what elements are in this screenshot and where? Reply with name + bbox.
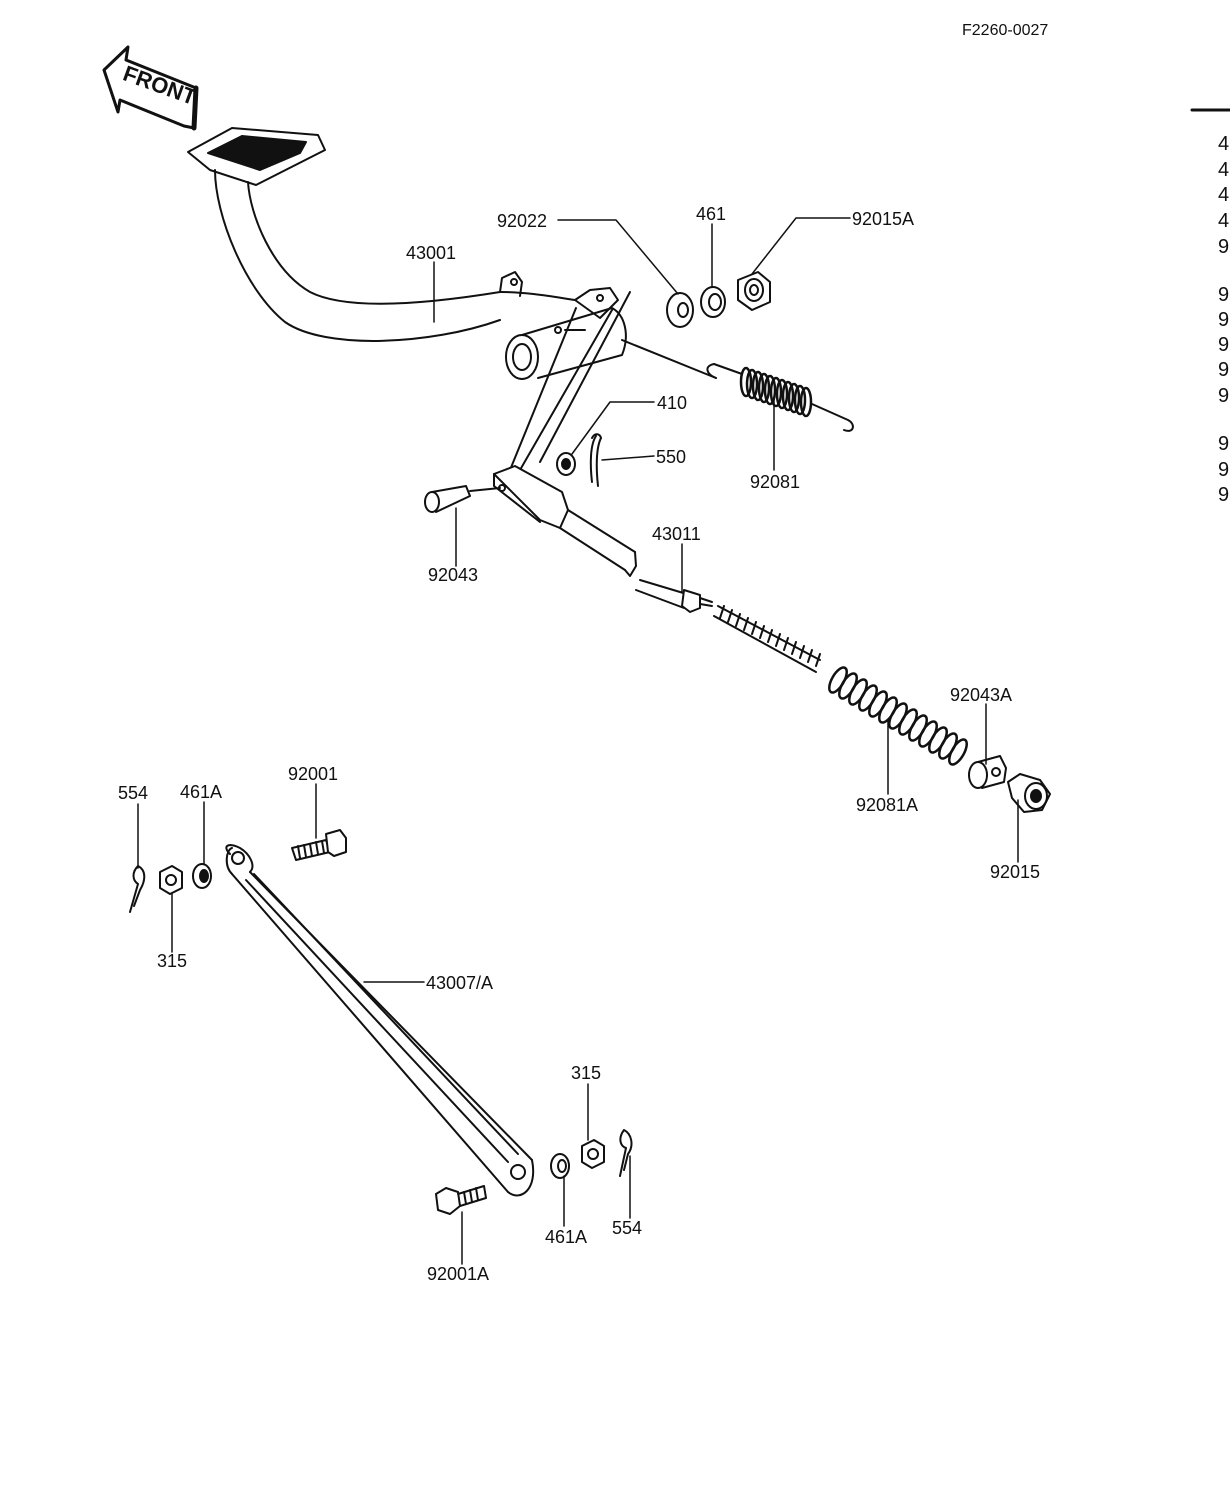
callout-43007A: 43007/A [426,973,494,993]
edge-char: 9 [1218,484,1230,506]
bolt-92001 [291,829,347,861]
washer-410 [556,452,576,476]
clevis-assembly [493,291,637,577]
callout-410: 410 [657,393,688,413]
callout-550: 550 [656,447,687,467]
spring-92081A [828,666,968,766]
callout-92001: 92001 [288,764,339,784]
edge-char: 4 [1218,133,1230,155]
figure-code: F2260-0027 [962,22,1049,39]
callout-43011: 43011 [652,524,701,544]
callout-92043A: 92043A [950,685,1013,705]
nut-315-right [581,1139,605,1169]
edge-char: 9 [1218,359,1230,381]
callout-554-right: 554 [612,1218,643,1238]
callout-92015A: 92015A [852,209,915,229]
bolt-92001A [435,1185,487,1215]
callout-92081A: 92081A [856,795,919,815]
washer-92022 [666,292,694,328]
callout-554-left: 554 [118,783,149,803]
brake-rod-43011 [635,579,821,673]
callout-92001A: 92001A [427,1264,490,1284]
nut-315-left [159,865,183,895]
callout-43001: 43001 [406,243,457,263]
brake-pedal-43001 [187,127,717,380]
callout-461A-right: 461A [545,1227,588,1247]
cotter-pin-550 [589,433,602,487]
clip-554-left [129,865,146,913]
clip-554-right [619,1129,633,1177]
nut-92015 [1007,773,1051,813]
washer-461 [700,286,726,318]
washer-461A-left [192,863,212,889]
callout-92043: 92043 [428,565,479,585]
edge-char: 9 [1218,309,1230,331]
callout-461: 461 [696,204,727,224]
front-arrow: FRONT [102,45,200,131]
return-spring-92081 [706,363,854,432]
callout-315-right: 315 [571,1063,602,1083]
edge-char: 9 [1218,459,1230,481]
callout-92022: 92022 [497,211,548,231]
edge-char: 4 [1218,159,1230,181]
edge-char: 4 [1218,184,1230,206]
tension-rod-43007A [225,844,535,1197]
nut-92015A [737,271,771,311]
edge-char: 4 [1218,210,1230,232]
joint-92043A [968,755,1007,789]
callout-315-left: 315 [157,951,188,971]
edge-char: 9 [1218,284,1230,306]
leader-lines [137,108,1230,1265]
edge-char: 9 [1218,433,1230,455]
callout-461A-left: 461A [180,782,223,802]
washer-461A-right [550,1153,570,1179]
callout-92015: 92015 [990,862,1041,882]
clevis-pin-92043 [424,485,501,513]
edge-char: 9 [1218,334,1230,356]
edge-char: 9 [1218,385,1230,407]
edge-char: 9 [1218,236,1230,258]
callout-92081: 92081 [750,472,801,492]
